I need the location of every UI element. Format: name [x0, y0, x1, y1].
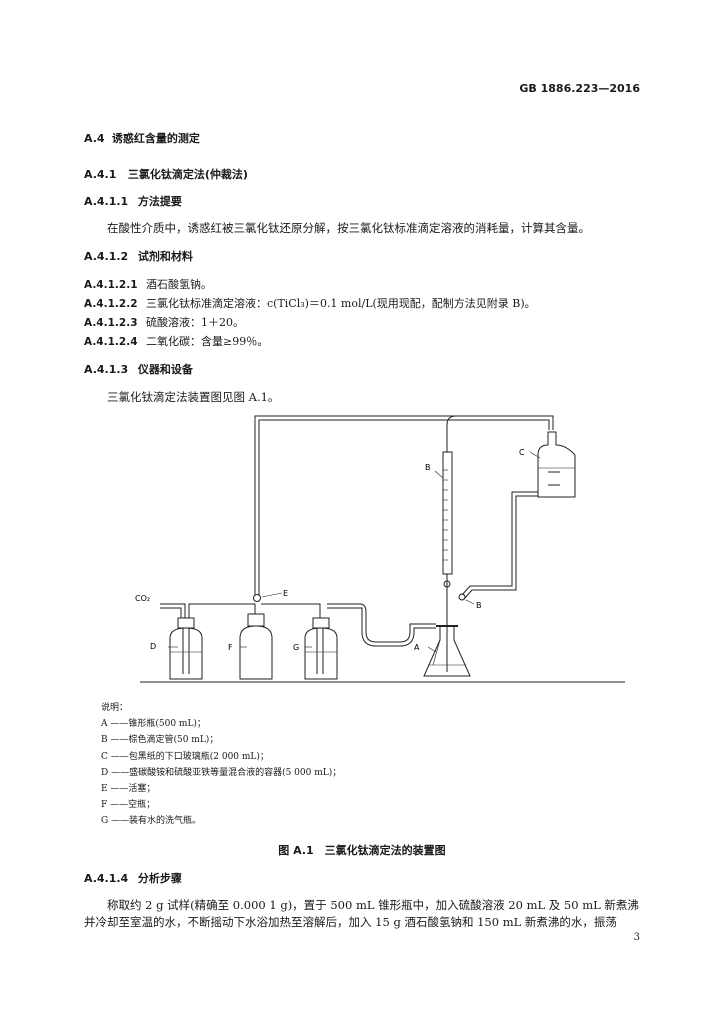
legend-title: 说明： [101, 703, 129, 713]
label-c: C [519, 448, 525, 457]
reagent-text: 三氯化钛标准滴定溶液：c(TiCl₃)＝0.1 mol/L(现用现配，配制方法见… [146, 297, 536, 310]
heading-number: A.4 [84, 132, 105, 145]
stopcock-e [253, 594, 261, 602]
page-number: 3 [633, 932, 640, 943]
bottle-f-neck [247, 613, 265, 627]
legend-item: G ——装有水的洗气瓶。 [101, 816, 202, 827]
heading-title: 分析步骤 [137, 872, 182, 885]
label-b-stopcock: B [476, 601, 482, 610]
heading-number: A.4.1.4 [84, 872, 129, 885]
figure-caption: 图 A.1 三氯化钛滴定法的装置图 [278, 844, 446, 857]
heading-a414: A.4.1.4 分析步骤 [84, 870, 182, 886]
reagent-item: A.4.1.2.1 酒石酸氢钠。 [84, 276, 212, 292]
bottle-f [239, 625, 273, 680]
heading-a411: A.4.1.1 方法提要 [84, 193, 182, 209]
reagent-text: 硫酸溶液：1＋20。 [146, 316, 244, 329]
reagent-text: 酒石酸氢钠。 [146, 278, 212, 291]
heading-a412: A.4.1.2 试剂和材料 [84, 248, 193, 264]
apparatus-intro: 三氯化钛滴定法装置图见图 A.1。 [107, 390, 280, 404]
heading-title: 方法提要 [137, 195, 182, 208]
stopcock-b-upper [443, 580, 451, 588]
procedure-line: 称取约 2 g 试样(精确至 0.000 1 g)，置于 500 mL 锥形瓶中… [107, 898, 639, 912]
top-tube [254, 415, 554, 595]
reagent-number: A.4.1.2.4 [84, 336, 138, 348]
label-e: E [283, 589, 288, 598]
label-b-burette: B [425, 463, 431, 472]
label-d: D [150, 642, 156, 651]
heading-number: A.4.1.2 [84, 250, 129, 263]
figure-legend: 说明： A ——锥形瓶(500 mL)； B ——棕色滴定管(50 mL)； C… [101, 700, 341, 830]
label-co2: CO₂ [135, 594, 150, 603]
reagent-text: 二氧化碳：含量≥99％。 [146, 335, 269, 348]
heading-title: 三氯化钛滴定法(仲裁法) [127, 168, 248, 181]
legend-item: E ——活塞； [101, 784, 156, 795]
standard-number: GB 1886.223—2016 [519, 82, 640, 95]
heading-title: 试剂和材料 [137, 250, 193, 263]
bottle-d-neck [177, 617, 195, 629]
legend-item: D ——盛碳酸铵和硫酸亚铁等量混合液的容器(5 000 mL)； [101, 767, 342, 778]
reagent-item: A.4.1.2.2 三氯化钛标准滴定溶液：c(TiCl₃)＝0.1 mol/L(现… [84, 295, 536, 311]
bottle-g-neck [312, 617, 330, 629]
heading-number: A.4.1 [84, 168, 117, 181]
heading-title: 仪器和设备 [137, 363, 193, 376]
legend-item: F ——空瓶； [101, 800, 156, 811]
procedure-line: 并冷却至室温的水，不断摇动下水浴加热至溶解后，加入 15 g 酒石酸氢钠和 15… [84, 915, 617, 929]
reagent-item: A.4.1.2.4 二氧化碳：含量≥99％。 [84, 333, 268, 349]
label-f: F [228, 643, 233, 652]
legend-item: A ——锥形瓶(500 mL)； [101, 719, 206, 730]
legend-item: B ——棕色滴定管(50 mL)； [101, 735, 219, 746]
bottle-c [537, 431, 576, 498]
heading-a413: A.4.1.3 仪器和设备 [84, 361, 193, 377]
heading-number: A.4.1.1 [84, 195, 129, 208]
heading-number: A.4.1.3 [84, 363, 129, 376]
heading-title: 诱惑红含量的测定 [111, 132, 200, 145]
bottle-d [169, 627, 203, 680]
label-a: A [414, 643, 420, 652]
reagent-number: A.4.1.2.2 [84, 298, 138, 310]
stopcock-b-lower [458, 593, 466, 601]
principle-paragraph: 在酸性介质中，诱惑红被三氯化钛还原分解，按三氯化钛标准滴定溶液的消耗量，计算其含… [107, 221, 590, 235]
reagent-number: A.4.1.2.3 [84, 317, 138, 329]
bottle-g [304, 627, 338, 680]
legend-item: C ——包黑纸的下口玻璃瓶(2 000 mL)； [101, 751, 269, 762]
apparatus-diagram: CO₂ B C D E F G A B [135, 415, 625, 683]
label-g: G [293, 643, 299, 652]
reagent-number: A.4.1.2.1 [84, 279, 138, 291]
reagent-item: A.4.1.2.3 硫酸溶液：1＋20。 [84, 314, 244, 330]
heading-a41: A.4.1 三氯化钛滴定法(仲裁法) [84, 166, 248, 182]
heading-a4: A.4 诱惑红含量的测定 [84, 130, 200, 146]
